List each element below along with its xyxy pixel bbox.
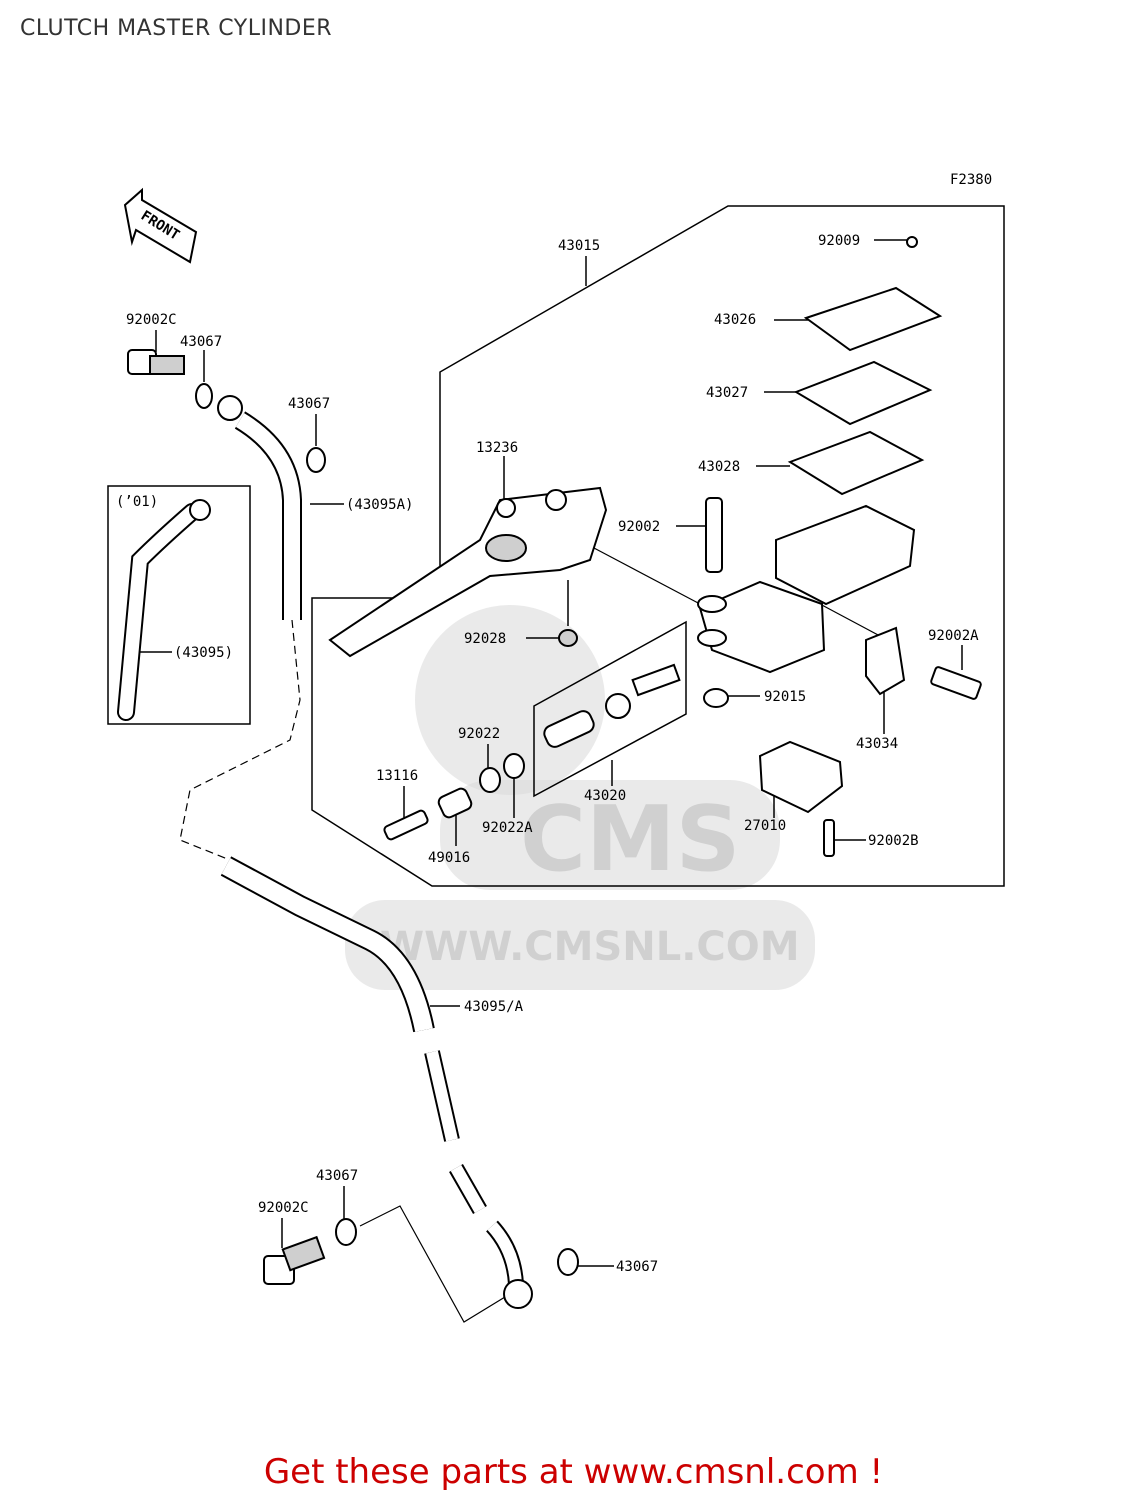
label-43067-d: 43067 <box>616 1259 658 1275</box>
washer-43067-c <box>335 1218 357 1246</box>
footer-cta: Get these parts at www.cmsnl.com ! <box>263 1452 884 1492</box>
figure-code: F2380 <box>950 172 992 188</box>
clutch-lever <box>328 486 608 658</box>
leader-lines <box>140 239 963 1323</box>
switch-27010 <box>758 740 844 814</box>
label-43095A-paren: (43095A) <box>346 497 413 513</box>
boot-49016 <box>437 787 473 819</box>
label-43067-a: 43067 <box>180 334 222 350</box>
part-labels: 43015 92009 43026 43027 43028 13236 9200… <box>126 233 979 1275</box>
watermark-url-text: WWW.CMSNL.COM <box>380 924 800 970</box>
label-92002B: 92002B <box>868 833 919 849</box>
banjo-fitting-bottom <box>503 1279 533 1309</box>
watermark-url-badge <box>345 900 815 990</box>
kit-outline <box>311 205 1005 887</box>
label-92028: 92028 <box>464 631 506 647</box>
label-43027: 43027 <box>706 385 748 401</box>
year-inset-box <box>107 485 251 725</box>
pushrod-13116 <box>383 809 429 841</box>
label-49016: 49016 <box>428 850 470 866</box>
nut-92015 <box>703 688 729 708</box>
plate-43027 <box>793 360 933 426</box>
label-92002: 92002 <box>618 519 660 535</box>
banjo-bolt-top <box>127 349 185 375</box>
label-13236: 13236 <box>476 440 518 456</box>
banjo-bolt-bottom <box>263 1235 326 1285</box>
label-92015: 92015 <box>764 689 806 705</box>
label-43067-c: 43067 <box>316 1168 358 1184</box>
label-92002A: 92002A <box>928 628 979 644</box>
circlip-92022 <box>479 767 501 793</box>
banjo-fitting-top <box>217 395 243 421</box>
year-label: (’01) <box>116 494 158 510</box>
parts-diagram: CMS WWW.CMSNL.COM F2380 FRONT <box>107 172 1005 1323</box>
washer-92022A <box>503 753 525 779</box>
label-27010: 27010 <box>744 818 786 834</box>
cap-43026 <box>803 286 943 352</box>
diaphragm-43028 <box>787 430 925 496</box>
label-43020: 43020 <box>584 788 626 804</box>
screw-92002B <box>823 819 835 857</box>
label-43095-paren: (43095) <box>174 645 233 661</box>
screw-92009 <box>906 236 918 248</box>
washer-43067-b <box>306 447 326 473</box>
cup-seal <box>605 693 631 719</box>
label-43067-b: 43067 <box>288 396 330 412</box>
pivot-bolt-92002 <box>705 497 723 573</box>
label-43015: 43015 <box>558 238 600 254</box>
label-92002C-bottom: 92002C <box>258 1200 309 1216</box>
washer-43067-a <box>195 383 213 409</box>
watermark-logo-text: CMS <box>520 787 740 892</box>
front-arrow-icon: FRONT <box>123 187 198 264</box>
page-title: CLUTCH MASTER CYLINDER <box>20 16 333 41</box>
piston-kit-outline <box>533 620 687 798</box>
hose-lower <box>220 856 524 1285</box>
watermark-logo-badge <box>440 780 780 890</box>
spring <box>631 663 681 697</box>
master-cylinder-body <box>697 504 916 674</box>
label-13116: 13116 <box>376 768 418 784</box>
label-43095-A: 43095/A <box>464 999 524 1015</box>
label-43028: 43028 <box>698 459 740 475</box>
inset-hose-43095 <box>117 499 211 721</box>
piston <box>543 710 595 748</box>
washer-43067-d <box>557 1248 579 1276</box>
label-92009: 92009 <box>818 233 860 249</box>
label-43026: 43026 <box>714 312 756 328</box>
clamp-43034 <box>865 626 906 696</box>
bolt-92002A <box>930 666 982 700</box>
label-92022A: 92022A <box>482 820 533 836</box>
label-43034: 43034 <box>856 736 898 752</box>
label-92022: 92022 <box>458 726 500 742</box>
label-92002C-top: 92002C <box>126 312 177 328</box>
bushing-92028 <box>558 629 578 647</box>
hose-upper <box>234 411 302 620</box>
